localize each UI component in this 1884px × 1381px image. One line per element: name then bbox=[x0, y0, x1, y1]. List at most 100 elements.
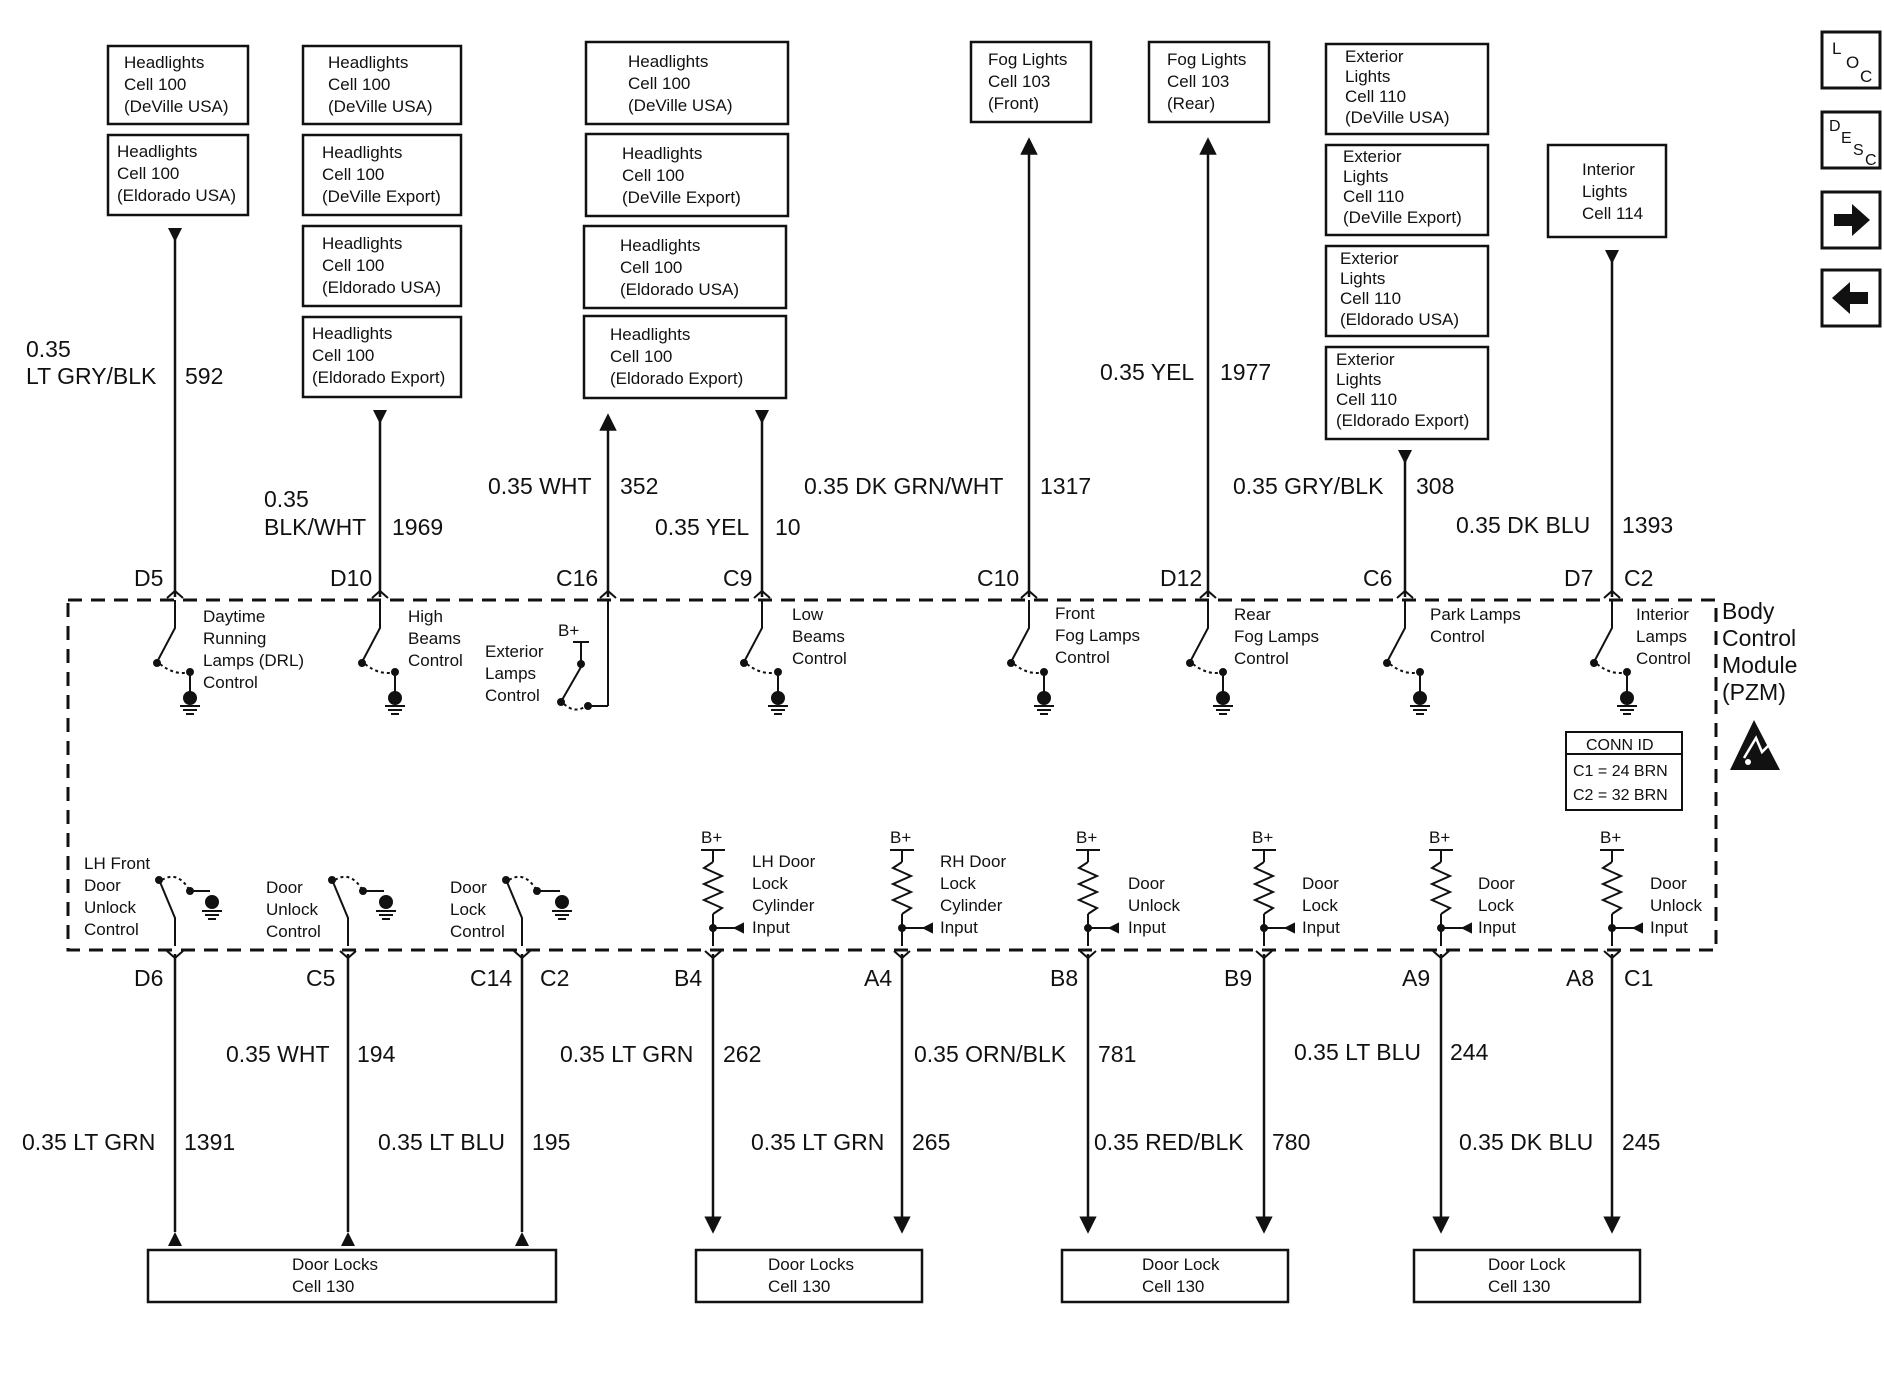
wire-circuit-number: 244 bbox=[1450, 1039, 1489, 1065]
pin-label: C2 bbox=[540, 965, 569, 991]
desc-letter: S bbox=[1853, 142, 1864, 159]
top-wire-end-markers bbox=[168, 228, 1619, 464]
bottom-pin-chevrons bbox=[166, 950, 1621, 960]
wire-color-label: 0.35 LT GRN bbox=[560, 1041, 693, 1067]
loc-letter: O bbox=[1846, 53, 1859, 72]
wire-circuit-number: 592 bbox=[185, 363, 223, 389]
wire-circuit-number: 1977 bbox=[1220, 359, 1271, 385]
back-button[interactable] bbox=[1820, 268, 1882, 328]
pin-label: C16 bbox=[556, 565, 598, 591]
desc-letter: C bbox=[1865, 152, 1877, 169]
loc-button[interactable]: L O C bbox=[1820, 30, 1882, 90]
wire-circuit-number: 262 bbox=[723, 1041, 761, 1067]
wire-color-label: 0.35 WHT bbox=[488, 473, 592, 499]
pin-label: D6 bbox=[134, 965, 163, 991]
bottom-switches bbox=[155, 875, 560, 946]
bplus-label: B+ bbox=[1429, 828, 1450, 847]
top-switches bbox=[153, 600, 1631, 692]
pin-label: B8 bbox=[1050, 965, 1078, 991]
bottom-ground-symbols bbox=[202, 895, 572, 920]
pin-label: C5 bbox=[306, 965, 335, 991]
top-pin-chevrons bbox=[166, 589, 1621, 599]
top-wire-labels: 0.35 LT GRY/BLK 592 0.35 BLK/WHT 1969 0.… bbox=[26, 336, 1673, 540]
pin-label: C14 bbox=[470, 965, 512, 991]
wire-circuit-number: 1317 bbox=[1040, 473, 1091, 499]
bottom-pin-labels: D6 C5 C14 C2 B4 A4 B8 B9 A9 A8 C1 bbox=[134, 965, 1653, 991]
conn-id-box bbox=[1565, 731, 1683, 811]
loc-letter: C bbox=[1860, 67, 1872, 86]
forward-button[interactable] bbox=[1820, 190, 1882, 250]
wire-color-label: 0.35 WHT bbox=[226, 1041, 330, 1067]
pin-label: D7 bbox=[1564, 565, 1593, 591]
wire-circuit-number: 265 bbox=[912, 1129, 950, 1155]
wire-circuit-number: 1393 bbox=[1622, 512, 1673, 538]
wire-circuit-number: 352 bbox=[620, 473, 658, 499]
desc-letter: D bbox=[1829, 118, 1841, 135]
bottom-wire-end-markers bbox=[168, 1232, 529, 1246]
pin-label: A4 bbox=[864, 965, 892, 991]
pin-label: C10 bbox=[977, 565, 1019, 591]
wire-circuit-number: 781 bbox=[1098, 1041, 1136, 1067]
esd-warning-icon bbox=[1730, 720, 1780, 770]
bottom-input-resistors bbox=[701, 849, 1643, 946]
top-reference-boxes bbox=[106, 40, 1668, 441]
loc-letter: L bbox=[1832, 39, 1841, 58]
arrow-right-icon bbox=[1834, 204, 1870, 236]
wire-color-label: 0.35 DK BLU bbox=[1456, 512, 1590, 538]
wire-color-label: 0.35 bbox=[264, 486, 309, 512]
wire-color-label: 0.35 LT GRN bbox=[22, 1129, 155, 1155]
bottom-reference-boxes bbox=[146, 1248, 1642, 1304]
wire-color-label: 0.35 LT BLU bbox=[378, 1129, 505, 1155]
bottom-wires bbox=[173, 954, 1621, 1234]
pin-label: C9 bbox=[723, 565, 752, 591]
pin-label: C2 bbox=[1624, 565, 1653, 591]
pin-label: A9 bbox=[1402, 965, 1430, 991]
wire-circuit-number: 780 bbox=[1272, 1129, 1310, 1155]
pin-label: C6 bbox=[1363, 565, 1392, 591]
wire-circuit-number: 1969 bbox=[392, 514, 443, 540]
pin-label: A8 bbox=[1566, 965, 1594, 991]
pin-label: D10 bbox=[330, 565, 372, 591]
conn-id-row: C2 = 32 BRN bbox=[1573, 787, 1668, 804]
top-wires bbox=[173, 137, 1614, 597]
conn-id-title: CONN ID bbox=[1586, 737, 1654, 754]
wire-color-label: 0.35 bbox=[26, 336, 71, 362]
bottom-bplus-labels: B+ B+ B+ B+ B+ B+ bbox=[701, 828, 1621, 847]
wire-circuit-number: 195 bbox=[532, 1129, 570, 1155]
pin-label: B9 bbox=[1224, 965, 1252, 991]
wire-color-label: 0.35 DK GRN/WHT bbox=[804, 473, 1003, 499]
desc-button[interactable]: D E S C bbox=[1820, 110, 1882, 170]
wire-color-label: BLK/WHT bbox=[264, 514, 366, 540]
